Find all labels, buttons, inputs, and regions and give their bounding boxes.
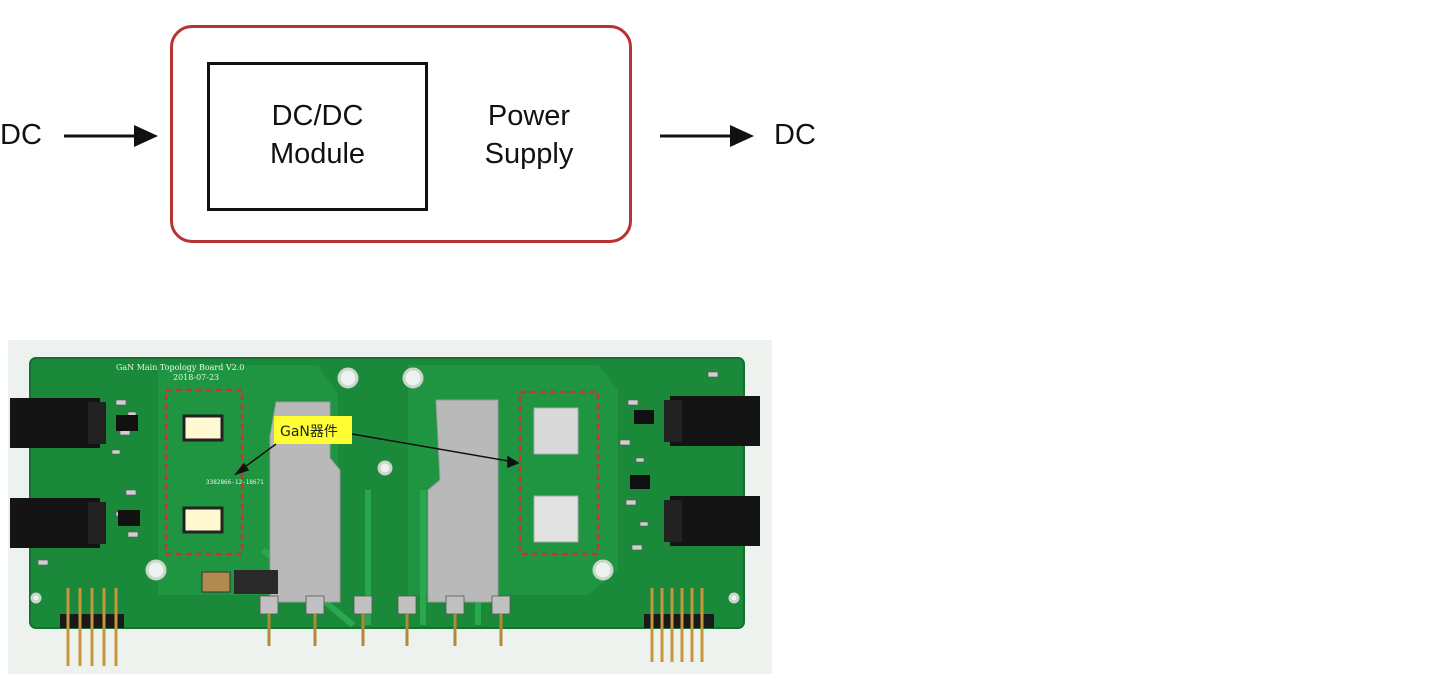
supply-line-2: Supply (484, 138, 574, 170)
module-line-2: Module (269, 138, 366, 170)
pin-header-right (644, 588, 714, 662)
silkscreen-title: GaN Main Topology Board V2.0 (116, 363, 244, 372)
gan-callout-label: GaN器件 (280, 424, 338, 440)
power-supply-box (170, 25, 632, 243)
svg-text:3382866-12-18671: 3382866-12-18671 (206, 479, 264, 486)
small-header-block (201, 571, 231, 593)
gan-device-right-top (533, 407, 579, 455)
output-dc-label: DC (774, 119, 816, 151)
gan-device-right-bottom (533, 495, 579, 543)
callout-arrows (233, 433, 520, 476)
module-line-1: DC/DC (271, 100, 364, 132)
heatsink-right (427, 399, 499, 603)
gan-board-photo: GaN Main Topology Board V2.0 2018-07-23 (8, 340, 772, 674)
gan-device-left-top (182, 414, 224, 442)
dcdc-module-label: DC/DC Module (207, 97, 428, 173)
terminal-pins (259, 595, 511, 646)
gan-callout-box (274, 416, 352, 444)
connector-left-bottom (10, 498, 100, 548)
dcdc-module-box (207, 62, 428, 211)
gan-device-left-bottom (182, 506, 224, 534)
input-arrow (64, 125, 158, 147)
power-supply-label: Power Supply (450, 97, 608, 173)
connector-right-bottom (670, 496, 760, 546)
input-dc-label: DC (0, 119, 42, 151)
mounting-holes (30, 367, 740, 604)
output-arrow (660, 125, 754, 147)
pin-header-left (60, 588, 124, 666)
connector-right-top (670, 396, 760, 446)
pcb-board (30, 358, 744, 628)
heatsink-left (269, 401, 341, 603)
supply-line-1: Power (487, 100, 571, 132)
connector-left-top (10, 398, 100, 448)
silkscreen-date: 2018-07-23 (173, 373, 219, 382)
